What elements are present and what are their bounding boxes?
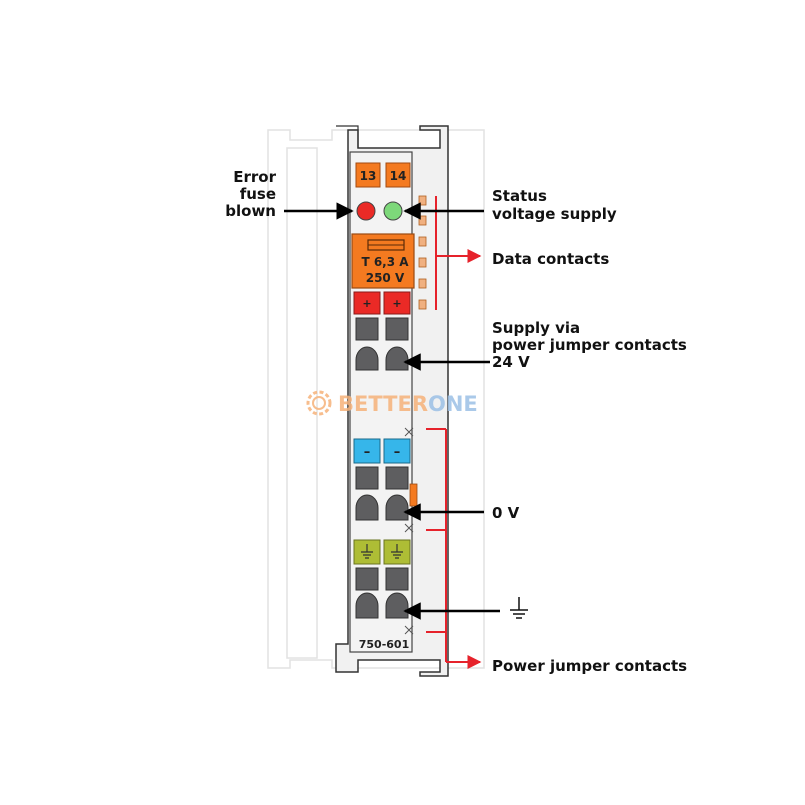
- svg-text:+: +: [362, 297, 371, 310]
- error-label-line2: fuse: [240, 185, 276, 203]
- watermark: BETTERONE: [306, 390, 478, 416]
- error-label-line3: blown: [225, 202, 276, 220]
- svg-text:–: –: [364, 445, 371, 460]
- data-contacts-callout: [435, 196, 482, 310]
- terminal-pair-24v: [355, 317, 409, 371]
- svg-text:BETTERONE: BETTERONE: [338, 392, 478, 416]
- status-label-line1: Status: [492, 187, 547, 205]
- terminal-pair-0v: [355, 466, 409, 521]
- supply-label-line3: 24 V: [492, 353, 530, 371]
- svg-text:T 6,3 A: T 6,3 A: [361, 255, 409, 269]
- ground-tag-right: [383, 539, 411, 565]
- watermark-part1: BETTER: [338, 392, 428, 416]
- data-contact-pins: [418, 195, 427, 310]
- gear-icon: [306, 390, 332, 416]
- svg-text:–: –: [394, 445, 401, 460]
- zero-volt-label: 0 V: [492, 504, 520, 522]
- plus-tag-left: +: [353, 291, 381, 315]
- status-led: [383, 201, 403, 221]
- supply-label-line1: Supply via: [492, 319, 580, 337]
- svg-text:14: 14: [390, 169, 407, 183]
- plus-tag-right: +: [383, 291, 411, 315]
- side-orange-contact: [409, 483, 418, 507]
- model-label: 750-601: [359, 638, 410, 651]
- background-outline: [267, 129, 485, 669]
- power-jumper-callout: [426, 428, 482, 669]
- svg-text:250 V: 250 V: [366, 271, 405, 285]
- supply-label-line2: power jumper contacts: [492, 336, 687, 354]
- power-jumper-markers: [404, 427, 414, 635]
- error-label-line1: Error: [233, 168, 276, 186]
- status-label-line2: voltage supply: [492, 205, 617, 223]
- error-led: [356, 201, 376, 221]
- watermark-part2: ONE: [428, 392, 478, 416]
- power-jumper-label: Power jumper contacts: [492, 657, 687, 675]
- svg-text:+: +: [392, 297, 401, 310]
- svg-text:13: 13: [360, 169, 377, 183]
- fuse-holder: T 6,3 A 250 V: [351, 233, 415, 289]
- terminal-tag-13: 13: [355, 162, 381, 188]
- minus-tag-left: –: [353, 438, 381, 464]
- terminal-tag-14: 14: [385, 162, 411, 188]
- data-contacts-label: Data contacts: [492, 250, 609, 268]
- ground-symbol-icon: [510, 597, 528, 619]
- ground-tag-left: [353, 539, 381, 565]
- minus-tag-right: –: [383, 438, 411, 464]
- terminal-pair-ground: [355, 567, 409, 619]
